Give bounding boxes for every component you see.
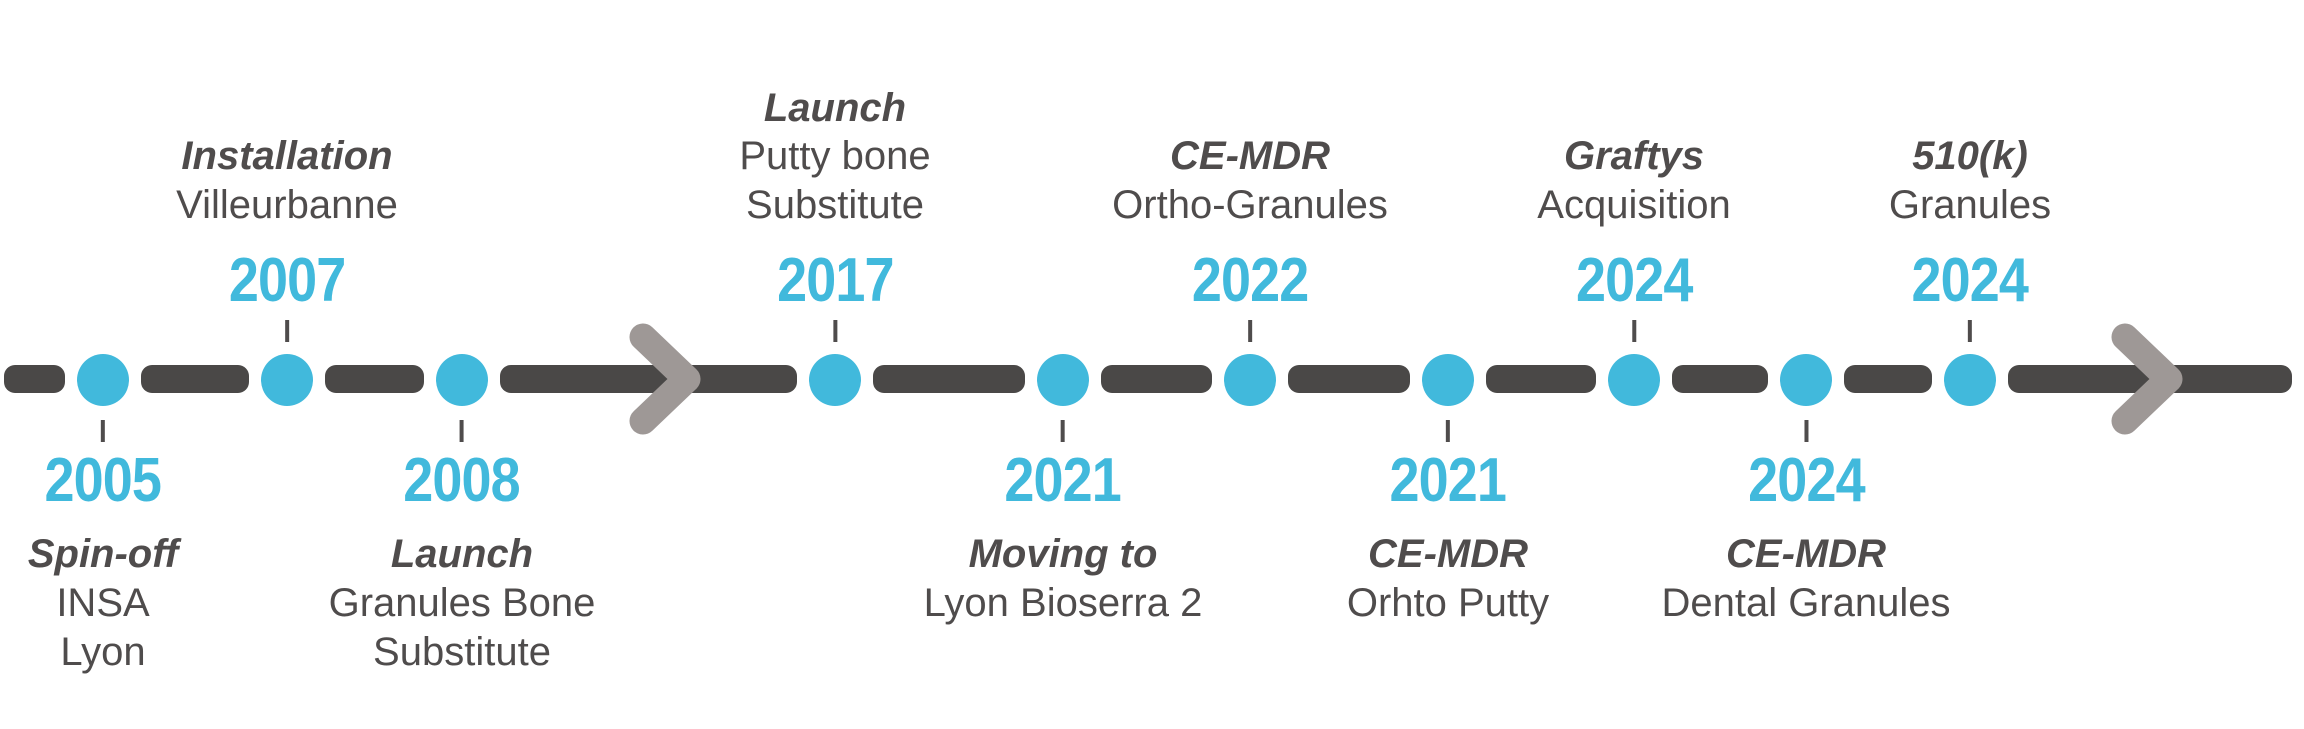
timeline-dot — [1780, 354, 1832, 406]
event-title: CE-MDR — [1170, 134, 1330, 179]
event-subtitle: Acquisition — [1537, 183, 1731, 228]
event-title: Launch — [390, 532, 534, 576]
event-subtitle: Orhto Putty — [1346, 580, 1550, 625]
event-title: Moving to — [968, 532, 1158, 576]
event-subtitle: INSA — [56, 580, 150, 625]
event-subtitle: Substitute — [746, 183, 924, 228]
timeline-line-segment — [141, 365, 249, 393]
tick-connector — [1446, 420, 1450, 442]
timeline-line-segment — [1101, 365, 1212, 393]
timeline-line-segment — [500, 365, 797, 393]
event-year: 2024 — [1911, 246, 2029, 315]
chevron-right-icon — [2111, 321, 2183, 437]
event-group-2024-9: 510(k)Granules 2024 — [1889, 132, 2051, 342]
timeline-dot — [1608, 354, 1660, 406]
timeline-line-segment — [1288, 365, 1410, 393]
event-subtitle: Granules — [1888, 183, 2052, 228]
event-title: 510(k) — [1912, 134, 2028, 179]
timeline-line-segment — [873, 365, 1025, 393]
event-year: 2022 — [1191, 246, 1309, 315]
tick-connector — [460, 420, 464, 442]
timeline-dot — [1944, 354, 1996, 406]
timeline-line-segment — [1486, 365, 1596, 393]
event-subtitle: Lyon Bioserra 2 — [923, 580, 1203, 625]
timeline-line-segment — [1844, 365, 1932, 393]
timeline-line-segment — [4, 365, 65, 393]
timeline-line-segment — [325, 365, 424, 393]
event-subtitle: Villeurbanne — [176, 183, 398, 228]
timeline-dot — [1422, 354, 1474, 406]
event-title: Graftys — [1563, 134, 1705, 179]
chevron-right-icon — [629, 321, 701, 437]
event-subtitle: Lyon — [60, 629, 146, 674]
tick-connector — [1632, 320, 1636, 342]
tick-connector — [101, 420, 105, 442]
event-label: 510(k)Granules — [1889, 132, 2051, 230]
event-title: CE-MDR — [1368, 532, 1528, 576]
event-year: 2021 — [1389, 446, 1507, 515]
tick-connector — [833, 320, 837, 342]
event-subtitle: Granules Bone — [328, 580, 596, 625]
timeline-dot — [809, 354, 861, 406]
event-year: 2024 — [1575, 246, 1693, 315]
event-title: CE-MDR — [1726, 532, 1886, 576]
event-title: Spin-off — [27, 532, 179, 576]
timeline-dot — [1224, 354, 1276, 406]
event-subtitle: Ortho-Granules — [1112, 183, 1388, 228]
event-year: 2017 — [776, 246, 894, 315]
event-title: Launch — [763, 85, 907, 130]
event-subtitle: Substitute — [373, 629, 551, 674]
timeline-dot — [261, 354, 313, 406]
tick-connector — [1803, 420, 1808, 442]
timeline-dot — [77, 354, 129, 406]
tick-connector — [1968, 320, 1972, 342]
event-year: 2005 — [44, 446, 162, 515]
event-year: 2021 — [1004, 446, 1122, 515]
event-subtitle: Putty bone — [739, 134, 931, 179]
event-year: 2007 — [228, 246, 346, 315]
tick-connector — [284, 320, 289, 342]
event-subtitle: Dental Granules — [1661, 580, 1951, 625]
tick-connector — [1247, 320, 1252, 342]
tick-connector — [1060, 420, 1065, 442]
event-title: Installation — [181, 134, 393, 179]
timeline-line-segment — [1672, 365, 1768, 393]
timeline-dot — [1037, 354, 1089, 406]
event-year: 2008 — [403, 446, 521, 515]
timeline-dot — [436, 354, 488, 406]
event-year: 2024 — [1747, 446, 1865, 515]
